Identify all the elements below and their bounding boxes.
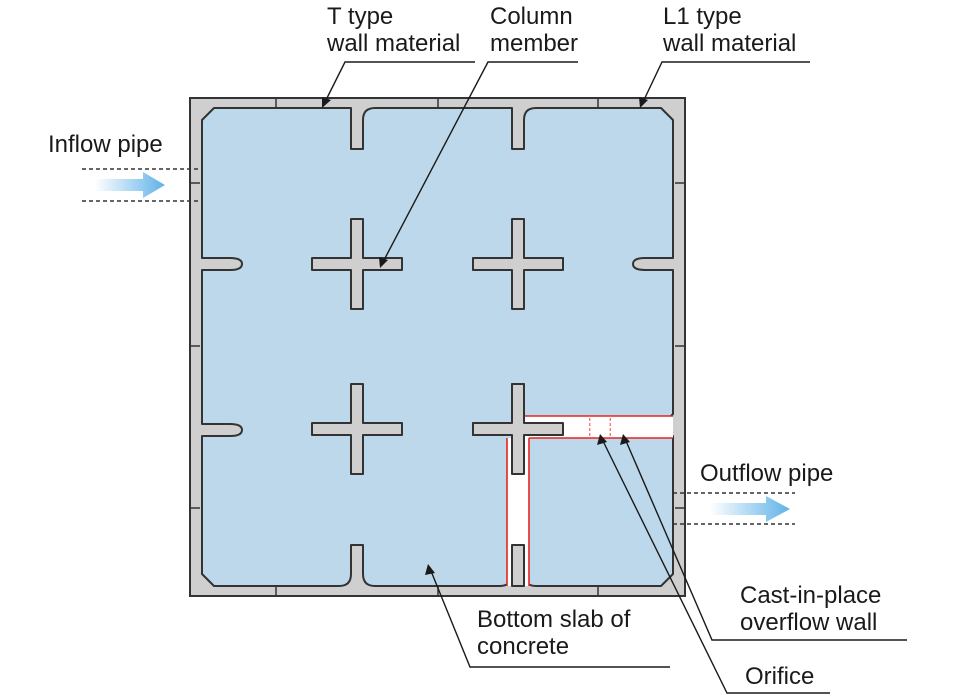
leader-column-member <box>382 61 578 263</box>
inflow-arrow-icon <box>95 172 165 198</box>
leader-l1-type <box>642 61 810 103</box>
leader-t-type <box>324 61 475 103</box>
t-type-label-line2: wall material <box>327 30 461 57</box>
outflow-arrow-icon <box>710 496 790 522</box>
cast-in-place-label-line1: Cast-in-place <box>740 582 882 609</box>
orifice-label: Orifice <box>745 663 815 690</box>
tank-interior-water <box>201 107 674 587</box>
outflow-pipe <box>673 492 795 525</box>
orifice <box>590 418 610 436</box>
t-type-label-line1: T type <box>327 3 394 30</box>
bottom-slab-label-line1: Bottom slab of <box>477 606 631 633</box>
inflow-pipe <box>82 168 202 202</box>
outflow-pipe-label: Outflow pipe <box>700 460 834 487</box>
column-member-label-line1: Column <box>490 3 573 30</box>
leader-orifice <box>602 440 830 694</box>
inflow-pipe-label: Inflow pipe <box>48 131 163 158</box>
leader-arrowheads <box>322 97 648 575</box>
leader-lines <box>324 61 907 694</box>
column-member-2 <box>472 218 564 310</box>
bottom-slab-label-line2: concrete <box>477 633 570 660</box>
overflow-wall-column-overlay <box>472 383 564 587</box>
column-member-1 <box>311 218 403 310</box>
leader-bottom-slab <box>430 570 670 668</box>
cast-in-place-label-line2: overflow wall <box>740 609 878 636</box>
wall-panel-joints <box>190 98 685 596</box>
l1-type-label-line1: L1 type <box>663 3 742 30</box>
column-member-label-line2: member <box>490 30 579 57</box>
leader-cast-in-place <box>625 440 907 641</box>
column-member-3 <box>311 383 403 475</box>
l1-type-label-line2: wall material <box>663 30 797 57</box>
